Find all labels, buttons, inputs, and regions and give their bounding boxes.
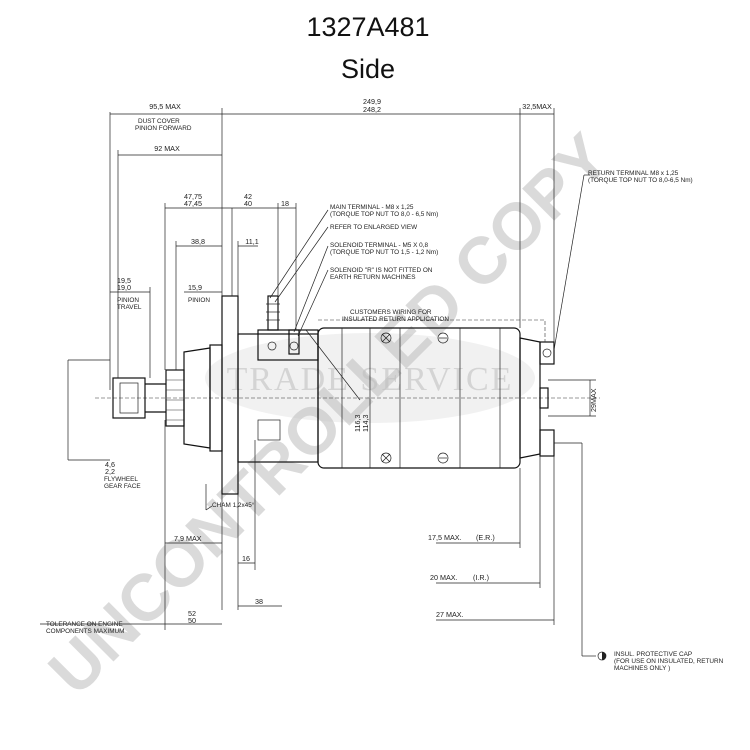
leader-lines: [205, 174, 590, 511]
starter-body: [112, 295, 555, 495]
dim-18: 18: [281, 199, 289, 208]
screw-head-bottom: [380, 452, 392, 464]
protective-cap: [539, 429, 555, 457]
label-solenoid-terminal: SOLENOID TERMINAL - M5 X 0,8: [330, 242, 428, 249]
customer-wiring: [318, 319, 546, 342]
label-pinion-forward: PINION FORWARD: [135, 125, 192, 132]
label-insul-machines: MACHINES ONLY ): [614, 665, 670, 672]
dim-114-3: 114,3: [361, 415, 370, 432]
dim-249-9: 249,9: [363, 97, 381, 106]
dimension-labels: 95,5 MAX 249,9 248,2 32,5MAX 92 MAX 47,7…: [105, 97, 598, 625]
label-insulated-return: INSULATED RETURN APPLICATION: [342, 316, 449, 323]
dim-95-5: 95,5 MAX: [149, 102, 181, 111]
main-terminal: [267, 295, 279, 331]
label-tolerance: TOLERANCE ON ENGINE: [46, 621, 123, 628]
dim-2-2: 2,2: [105, 467, 115, 476]
label-components: COMPONENTS MAXIMUM: [46, 628, 124, 635]
dim-19-5: 19,5: [117, 276, 131, 285]
label-customers-wiring: CUSTOMERS WIRING FOR: [350, 309, 432, 316]
dim-15-9: 15,9: [188, 283, 202, 292]
label-main-torque: (TORQUE TOP NUT TO 8,0 - 6,5 Nm): [330, 211, 438, 218]
label-solenoid-r: SOLENOID "R" IS NOT FITTED ON: [330, 267, 433, 274]
dim-248-2: 248,2: [363, 105, 381, 114]
pinion-inner: [119, 382, 139, 414]
bottom-dimensions: [40, 329, 596, 657]
dim-52: 52: [188, 609, 196, 618]
dim-29: 29MAX: [589, 388, 598, 412]
dim-38: 38: [255, 597, 263, 606]
drawing-title: 1327A481: [306, 12, 429, 42]
label-return-torque: (TORQUE TOP NUT TO 8,0-6,5 Nm): [588, 177, 693, 184]
return-terminal: [539, 341, 555, 365]
label-insul-cap: INSUL. PROTECTIVE CAP: [614, 651, 692, 658]
dim-42: 42: [244, 192, 252, 201]
label-insul-use: (FOR USE ON INSULATED, RETURN: [614, 658, 724, 665]
label-earth-return: EARTH RETURN MACHINES: [330, 274, 415, 281]
label-refer: REFER TO ENLARGED VIEW: [330, 224, 418, 231]
dim-4-6: 4,6: [105, 460, 115, 469]
label-gear-face: GEAR FACE: [104, 483, 141, 490]
label-chamfer: CHAM 1,2x45°: [212, 501, 255, 509]
dim-40: 40: [244, 199, 252, 208]
label-solenoid-torque: (TORQUE TOP NUT TO 1,5 - 1,2 Nm): [330, 249, 438, 256]
dim-92: 92 MAX: [154, 144, 180, 153]
dim-7-9: 7,9 MAX: [174, 534, 202, 543]
dim-20: 20 MAX.: [430, 573, 458, 582]
label-pinion-2: PINION: [188, 297, 210, 304]
callout-labels: DUST COVER PINION FORWARD MAIN TERMINAL …: [46, 118, 724, 672]
dim-ir: (I.R.): [473, 573, 489, 582]
screw-head-top: [380, 332, 392, 344]
drive-end-lug: [257, 419, 281, 441]
top-dimensions: [109, 108, 555, 390]
watermark-center-text: TRADE SERVICE: [227, 361, 514, 398]
dim-11-1: 11,1: [245, 237, 258, 246]
dim-19-0: 19,0: [117, 283, 131, 292]
screw-head-minus: [437, 332, 449, 344]
end-stud: [539, 387, 549, 409]
pinion-shape: [112, 377, 146, 419]
dim-27: 27 MAX.: [436, 610, 464, 619]
label-return-terminal: RETURN TERMINAL M8 x 1,25: [588, 170, 679, 177]
solenoid-terminal: [288, 329, 300, 355]
dim-16: 16: [242, 554, 250, 563]
dim-47-45: 47,45: [184, 199, 202, 208]
dim-116-3: 116,3: [353, 415, 362, 432]
label-flywheel: FLYWHEEL: [104, 476, 138, 483]
dim-47-75: 47,75: [184, 192, 202, 201]
dim-er: (E.R.): [476, 533, 495, 542]
dim-50: 50: [188, 616, 196, 625]
dim-32-5: 32,5MAX: [522, 102, 552, 111]
label-dust-cover: DUST COVER: [138, 118, 180, 125]
label-main-terminal: MAIN TERMINAL - M8 x 1,25: [330, 204, 414, 211]
label-travel: TRAVEL: [117, 304, 142, 311]
label-pinion: PINION: [117, 297, 139, 304]
flange-boss: [209, 344, 223, 452]
dim-17-5: 17,5 MAX.: [428, 533, 462, 542]
dim-38-8: 38,8: [191, 237, 205, 246]
drawing-subtitle: Side: [341, 54, 395, 84]
